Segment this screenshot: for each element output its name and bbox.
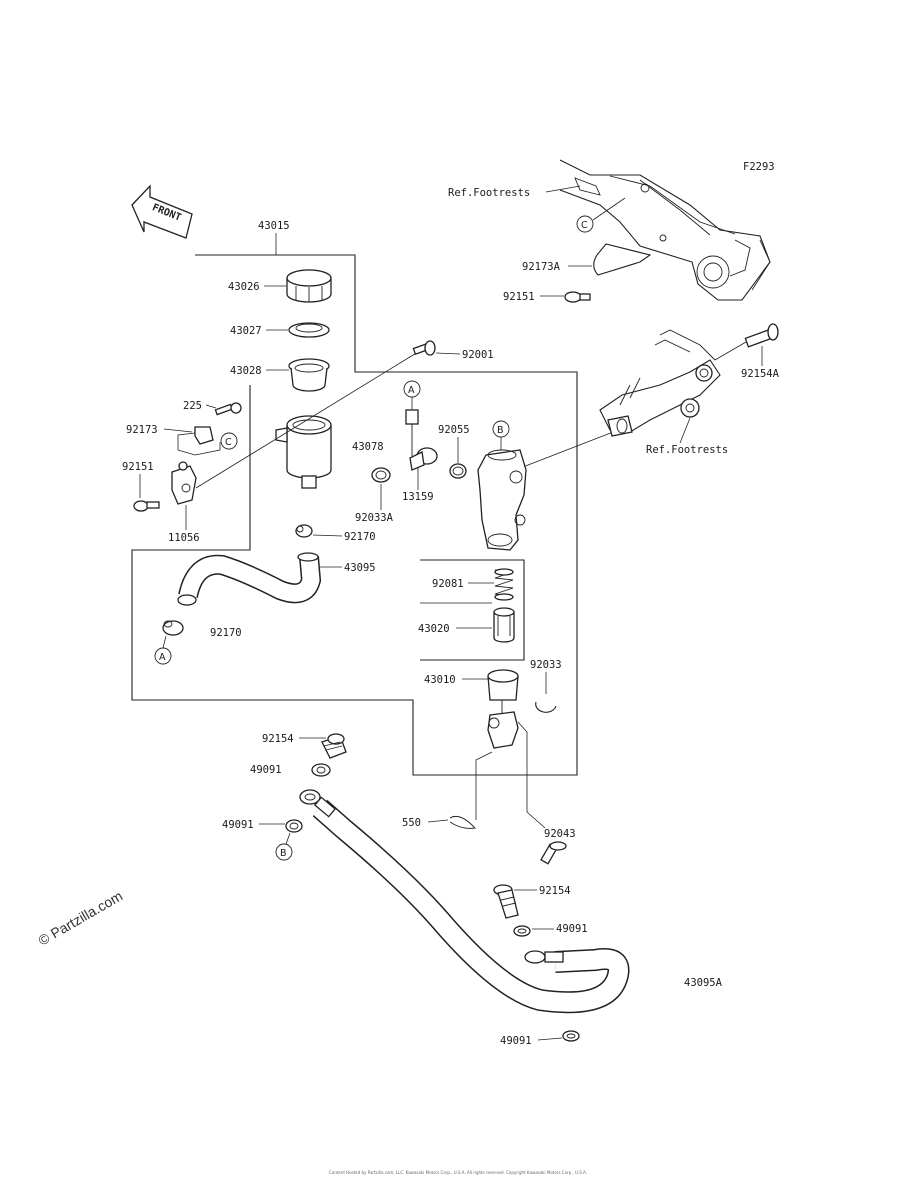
clip-92170-bottom [162,620,184,636]
screw-92151-top [564,291,591,303]
reservoir-cap-43026 [286,269,332,303]
label-92043: 92043 [544,828,576,840]
svg-text:C: C [225,437,232,448]
label-92151-left: 92151 [122,461,154,473]
label-43026: 43026 [228,281,260,293]
label-92170-bottom: 92170 [210,627,242,639]
hose-43095 [177,552,322,606]
label-92033a: 92033A [355,512,394,524]
label-49091-c: 49091 [556,923,588,935]
svg-text:C: C [581,220,588,231]
o-ring-92033a [371,467,391,483]
svg-text:A: A [408,385,415,396]
screw-92151-left [133,500,160,512]
footrest-pedal-assembly [599,329,721,437]
pin-92154a [714,323,779,361]
label-ref-footrests-mid: Ref.Footrests [646,444,728,456]
cotter-pin-550 [449,815,476,829]
label-43020: 43020 [418,623,450,635]
pin-92043 [540,841,567,865]
washer-49091-b [285,819,303,833]
clamp-92173 [194,426,214,445]
connector-43078 [409,447,438,471]
label-49091-a: 49091 [250,764,282,776]
diaphragm-43028 [288,358,330,392]
circlip-92033 [535,701,557,713]
callout-b-bottom [275,843,293,861]
front-arrow-icon: FRONT [131,184,193,239]
label-92055: 92055 [438,424,470,436]
label-43027: 43027 [230,325,262,337]
piston-kit-box [420,559,525,661]
label-92154-right: 92154 [539,885,571,897]
label-13159: 13159 [402,491,434,503]
label-92154-left: 92154 [262,733,294,745]
clip-92170-top [295,524,313,538]
label-92081: 92081 [432,578,464,590]
bracket-11056 [171,461,197,505]
label-43095: 43095 [344,562,376,574]
bracket-92173a [593,243,652,276]
reservoir-body [275,415,332,489]
label-92151-top: 92151 [503,291,535,303]
svg-text:A: A [159,652,166,663]
label-43015: 43015 [258,220,290,232]
hose-43095a [299,789,630,1014]
label-43078: 43078 [352,441,384,453]
label-ref-footrests-top: Ref.Footrests [448,187,530,199]
label-92033: 92033 [530,659,562,671]
diaphragm-plate-43027 [288,322,330,338]
master-cylinder-body [477,449,527,551]
push-rod-43010 [487,669,519,749]
banjo-bolt-92154-left [321,733,347,759]
washer-49091-d [562,1030,580,1042]
callout-c-top [576,215,594,233]
label-92154a: 92154A [741,368,780,380]
label-43010: 43010 [424,674,456,686]
bolt-225 [214,402,242,416]
frame-illustration [559,159,771,301]
label-225: 225 [183,400,202,412]
label-11056: 11056 [168,532,200,544]
o-ring-92055 [449,463,467,479]
label-43028: 43028 [230,365,262,377]
label-92170-top: 92170 [344,531,376,543]
label-92173: 92173 [126,424,158,436]
footer-copyright: Content Hosted by Partzilla.com, LLC. Ka… [329,1170,587,1175]
label-92173a: 92173A [522,261,561,273]
bolt-92001 [412,340,436,356]
diagram-code: F2293 [743,161,775,173]
label-92001: 92001 [462,349,494,361]
piston-43020 [493,607,515,643]
pipe-fitting [405,409,419,456]
washer-49091-c [513,925,531,937]
banjo-bolt-92154-right [493,884,519,919]
callout-c-left [220,432,238,450]
spring-92081 [494,568,514,601]
label-49091-b: 49091 [222,819,254,831]
washer-49091-a [311,763,331,777]
watermark: © Partzilla.com [36,888,126,949]
svg-text:B: B [280,848,287,859]
label-43095a: 43095A [684,977,723,989]
svg-text:B: B [497,425,504,436]
assembly-box-43015 [131,254,578,776]
label-49091-d: 49091 [500,1035,532,1047]
label-550: 550 [402,817,421,829]
